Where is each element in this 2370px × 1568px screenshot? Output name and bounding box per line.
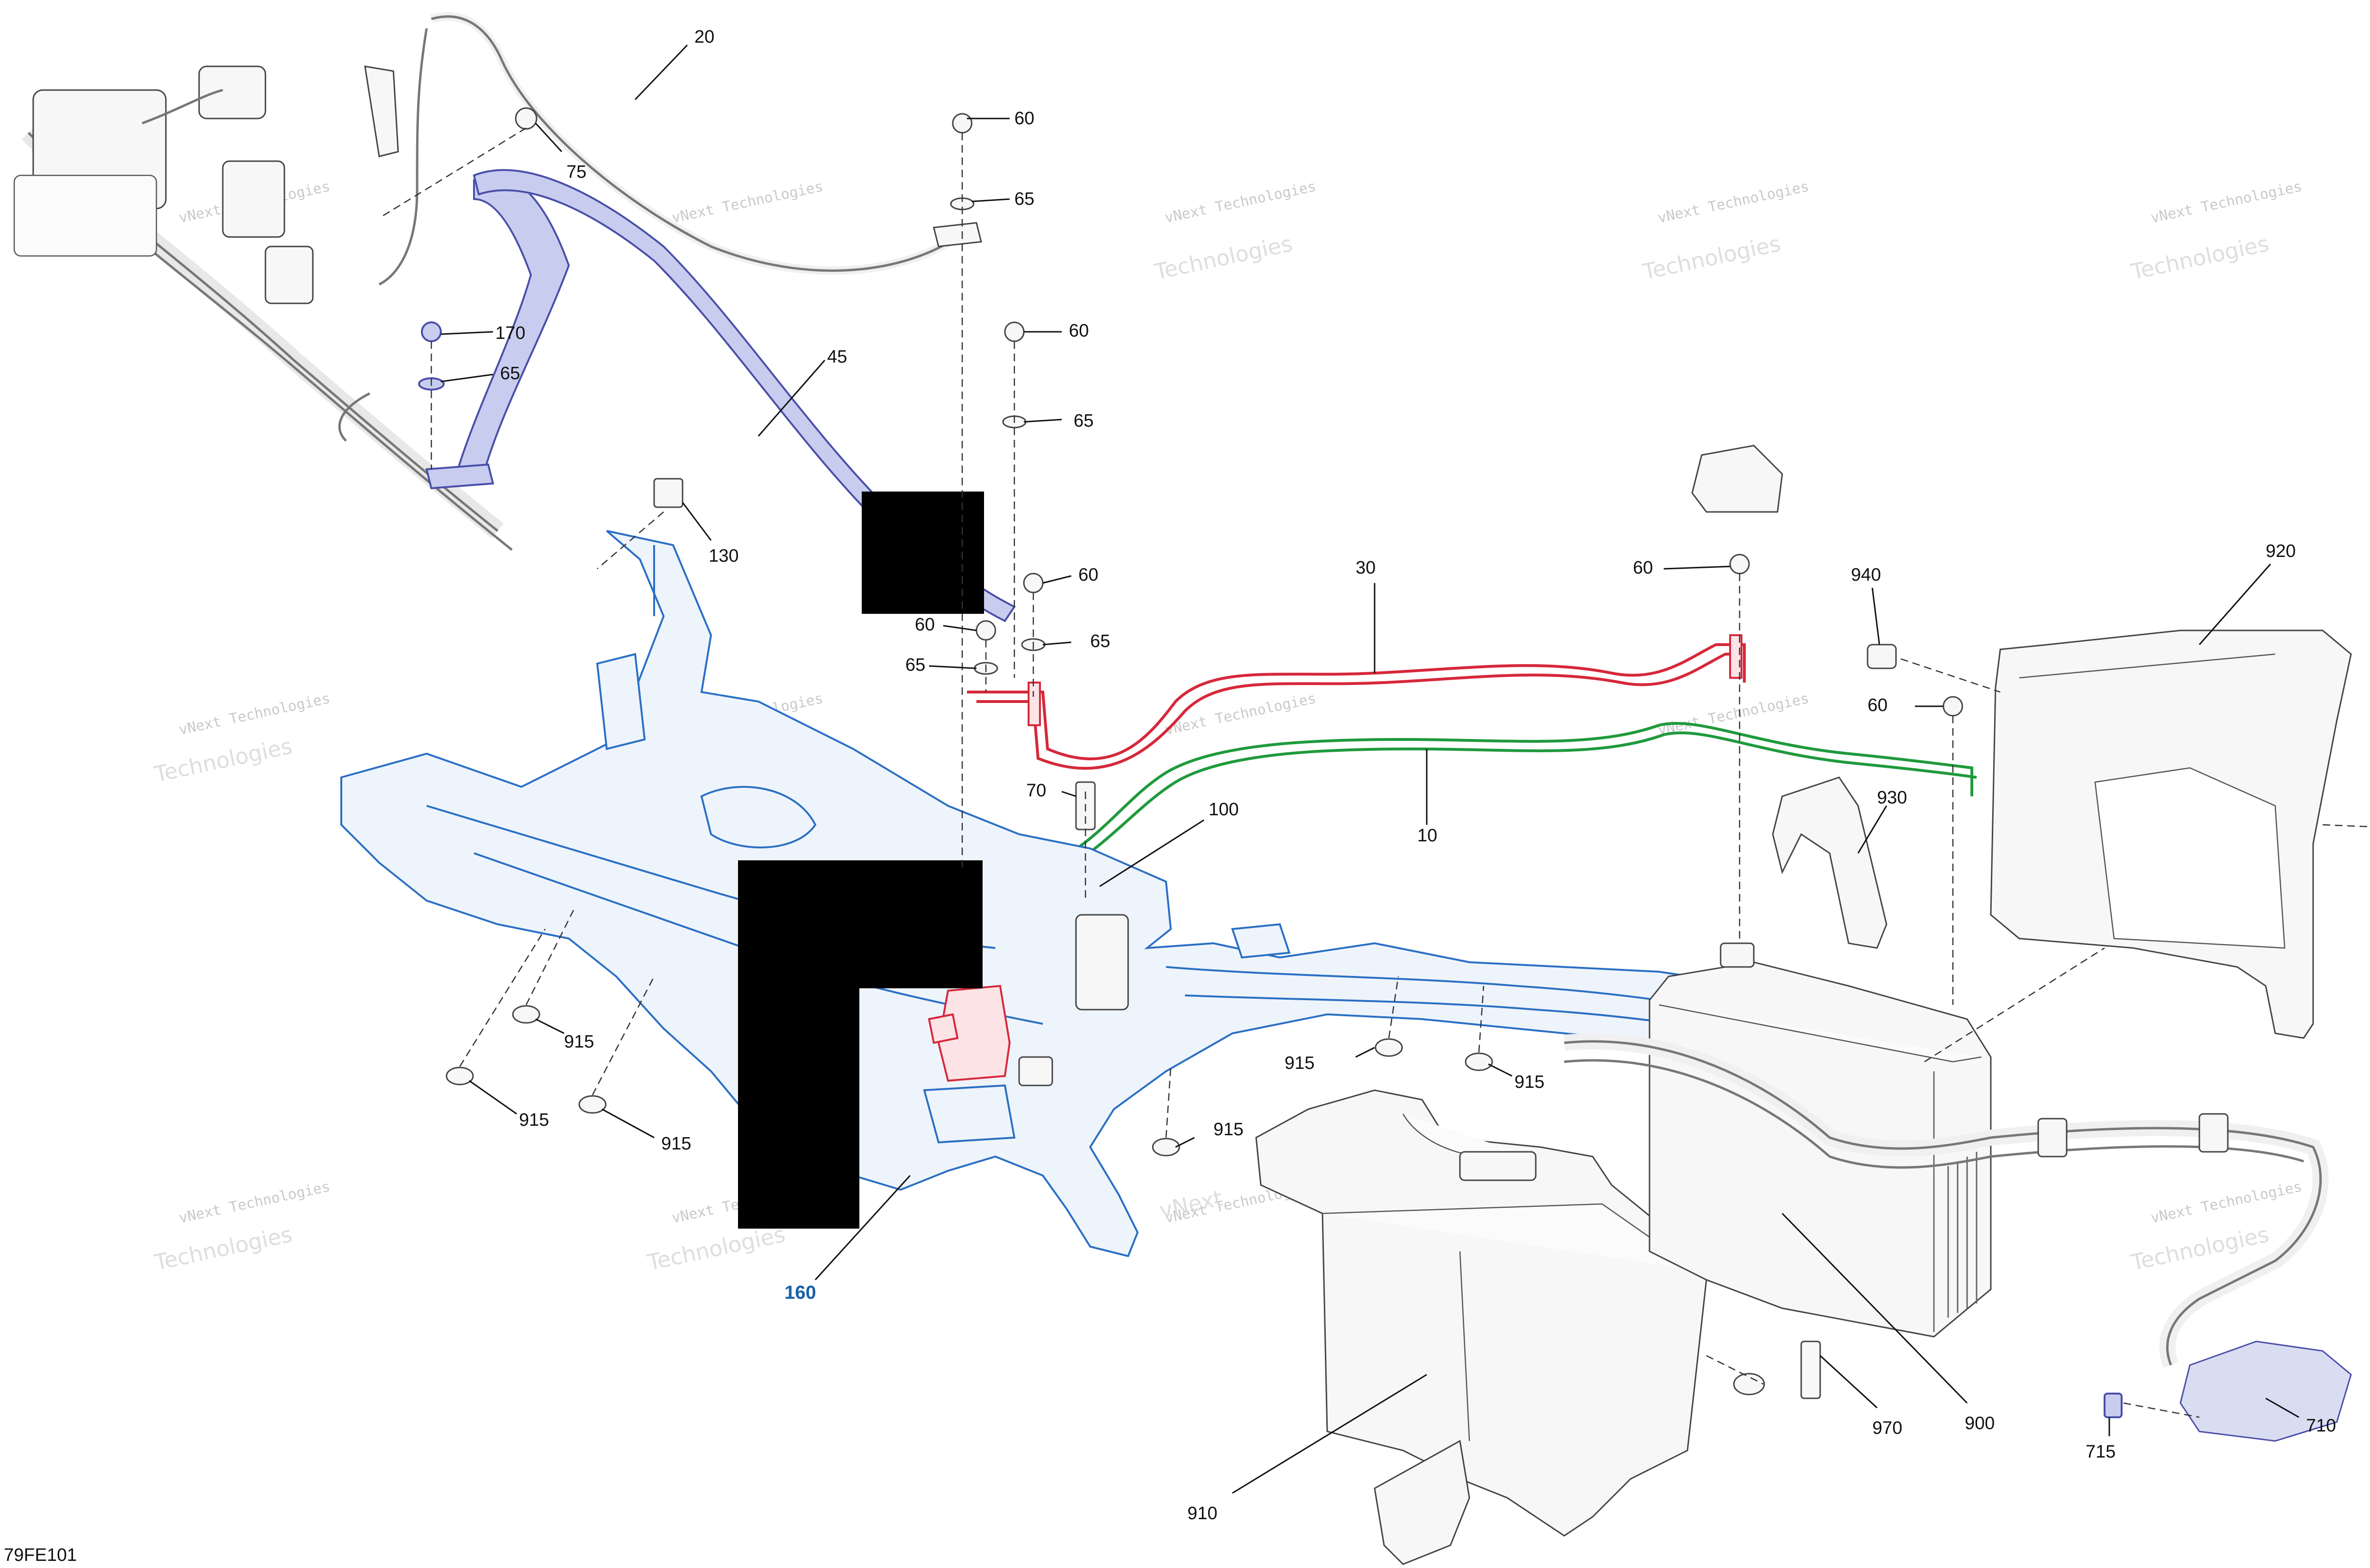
callout-30: 30	[1356, 558, 1376, 578]
alignment-lines	[379, 127, 2370, 1418]
callout-100: 100	[1209, 800, 1239, 820]
callout-910: 910	[1187, 1504, 1217, 1523]
battery-side-ribs	[1947, 1152, 1978, 1318]
callout-60: 60	[1014, 109, 1034, 128]
terminal-cap	[1691, 445, 1783, 513]
battery-box-910	[1255, 1089, 1707, 1565]
callout-60: 60	[915, 615, 935, 635]
watermark: vNext Technologies	[1163, 178, 1317, 227]
watermark: vNext Technologies	[1656, 178, 1810, 227]
callout-65: 65	[1090, 631, 1110, 651]
clip-130	[653, 478, 684, 508]
watermark: Technologies	[152, 1222, 294, 1276]
callout-65: 65	[1014, 189, 1034, 209]
bolt-170	[421, 321, 442, 342]
callout-915: 915	[564, 1032, 594, 1052]
watermark: vNext Technologies	[177, 1178, 331, 1227]
watermark: vNext Technologies	[670, 178, 824, 227]
callout-920: 920	[2266, 541, 2296, 561]
harness-710	[1563, 1033, 2352, 1442]
callout-60: 60	[1069, 321, 1089, 341]
callout-70: 70	[1026, 781, 1046, 801]
callout-10: 10	[1417, 826, 1437, 846]
nut-75	[515, 107, 538, 130]
callout-45: 45	[827, 347, 847, 367]
callout-915: 915	[1514, 1072, 1544, 1092]
battery-strap-930	[1772, 776, 1887, 949]
callout-915: 915	[661, 1134, 691, 1154]
rivet-915	[1152, 1138, 1180, 1157]
rivet-915	[446, 1067, 474, 1085]
redaction-block	[738, 860, 983, 1229]
watermark: Technologies	[645, 1222, 787, 1276]
callout-65: 65	[500, 364, 520, 383]
watermark: vNext Technologies	[177, 690, 331, 738]
fasteners	[418, 107, 2123, 1418]
nut-60	[1942, 696, 1963, 717]
callout-915: 915	[1285, 1053, 1314, 1073]
push-rivet-940	[1867, 644, 1897, 669]
nut-60	[952, 113, 973, 134]
callout-710: 710	[2306, 1416, 2336, 1436]
nut-60	[1023, 573, 1044, 593]
watermark: Technologies	[1152, 231, 1294, 285]
callout-130: 130	[709, 546, 738, 566]
washer-970	[1733, 1373, 1765, 1395]
callout-970: 970	[1872, 1418, 1902, 1438]
callout-65: 65	[905, 655, 925, 675]
watermark: vNext Technologies	[2149, 1178, 2303, 1227]
watermark: Technologies	[2128, 231, 2271, 285]
cable-20	[364, 12, 982, 286]
watermark: Technologies	[1640, 231, 1783, 285]
rivet-915	[512, 1005, 540, 1024]
nut-60	[1004, 321, 1025, 342]
callout-170: 170	[495, 323, 525, 343]
callout-930: 930	[1877, 788, 1907, 808]
callout-900: 900	[1965, 1413, 1995, 1433]
callout-60: 60	[1078, 565, 1098, 585]
callout-65: 65	[1074, 411, 1094, 431]
nut-60	[975, 620, 996, 641]
callout-915: 915	[519, 1110, 549, 1130]
rivet-915	[1375, 1038, 1403, 1057]
cable-30	[967, 634, 1746, 770]
callout-60: 60	[1868, 695, 1887, 715]
callout-20: 20	[694, 27, 714, 47]
relay-100	[928, 914, 1129, 1086]
rivet-915	[1465, 1052, 1493, 1071]
redaction-blocks	[738, 492, 984, 1229]
callout-labels: 20 75 60 65 170 65 45 60 65 130 60 60 65…	[4, 27, 2336, 1565]
drawing-code: 79FE101	[4, 1545, 77, 1565]
cover-920	[1990, 629, 2352, 1039]
callout-915: 915	[1213, 1120, 1243, 1140]
leader-lines	[440, 44, 2299, 1494]
callout-940: 940	[1851, 565, 1881, 585]
callout-715: 715	[2086, 1442, 2115, 1462]
nut-60	[1729, 554, 1750, 574]
callout-160: 160	[784, 1282, 816, 1303]
wiring-harness-top-left	[13, 65, 513, 551]
redaction-block	[862, 492, 984, 614]
watermark: vNext Technologies	[2149, 178, 2303, 227]
watermark: vNext Technologies	[1163, 690, 1317, 738]
callout-60: 60	[1633, 558, 1653, 578]
watermark: Technologies	[152, 733, 294, 787]
bolt-970	[1800, 1340, 1821, 1399]
screw-715	[2104, 1393, 2123, 1418]
rivet-915	[578, 1095, 607, 1114]
callout-75: 75	[566, 162, 586, 182]
